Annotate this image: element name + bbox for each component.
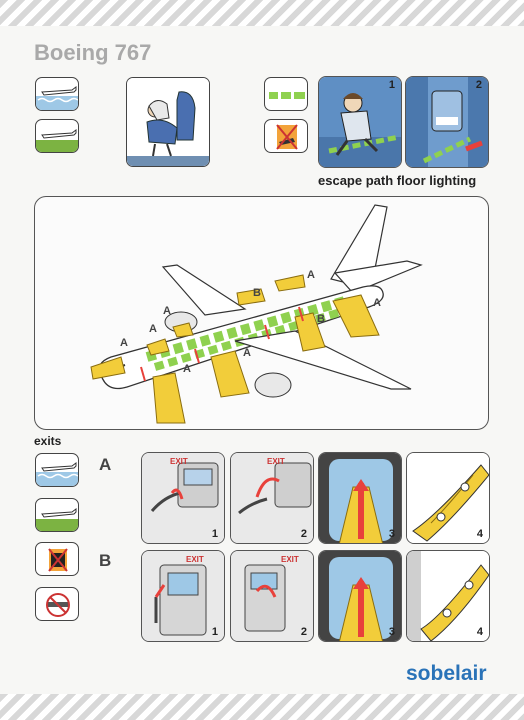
step-number: 1: [211, 528, 218, 540]
door-label-a: A: [243, 347, 251, 359]
top-stripe-border: [0, 0, 524, 26]
door-label-a: A: [307, 269, 315, 281]
step-number: 4: [476, 626, 483, 638]
step-number: 4: [476, 528, 483, 540]
door-label-a: A: [149, 323, 157, 335]
page-title: Boeing 767: [34, 40, 152, 65]
exit-sign: EXIT: [281, 555, 299, 564]
step-number-2: 2: [475, 79, 482, 91]
step-number: 2: [300, 626, 307, 638]
exit-b-step-1: EXIT 1: [141, 550, 225, 642]
aircraft-exit-diagram: A A A A A A A B B: [34, 196, 489, 430]
brace-position-illustration: [126, 77, 210, 167]
no-baggage-icon: [35, 542, 79, 576]
door-label-a: A: [183, 363, 191, 375]
exit-a-step-4: 4: [406, 452, 490, 544]
bottom-stripe-border: [0, 694, 524, 720]
exit-b-step-4: 4: [406, 550, 490, 642]
exit-a-step-3: 3: [318, 452, 402, 544]
door-label-a: A: [373, 297, 381, 309]
door-label-a: A: [120, 337, 128, 349]
step-number: 1: [211, 626, 218, 638]
door-label-b: B: [253, 287, 261, 299]
brand-logo: sobelair: [406, 662, 487, 685]
exit-a-step-1: EXIT 1: [141, 452, 225, 544]
land-exit-icon: [35, 498, 79, 532]
exit-sign: EXIT: [170, 457, 188, 466]
exit-sign: EXIT: [186, 555, 204, 564]
land-landing-icon: [35, 119, 79, 153]
step-number: 2: [300, 528, 307, 540]
floor-lighting-icon: [264, 77, 308, 111]
water-exit-icon: [35, 453, 79, 487]
escape-path-panel-2: 2: [405, 76, 489, 168]
exit-b-step-3: 3: [318, 550, 402, 642]
step-number-1: 1: [388, 79, 395, 91]
door-label-b: B: [317, 313, 325, 325]
door-label-a: A: [163, 305, 171, 317]
no-smoking-icon: [35, 587, 79, 621]
exit-row-a-label: A: [99, 455, 112, 474]
exit-a-step-2: EXIT 2: [230, 452, 314, 544]
exit-b-step-2: EXIT 2: [230, 550, 314, 642]
exits-heading: exits: [34, 434, 62, 448]
no-high-heels-icon: [264, 119, 308, 153]
step-number: 3: [388, 626, 395, 638]
floor-lighting-caption: escape path floor lighting: [318, 173, 477, 188]
step-number: 3: [388, 528, 395, 540]
exit-row-b-label: B: [99, 551, 112, 570]
exit-sign: EXIT: [267, 457, 285, 466]
water-landing-icon: [35, 77, 79, 111]
escape-path-panel-1: 1: [318, 76, 402, 168]
